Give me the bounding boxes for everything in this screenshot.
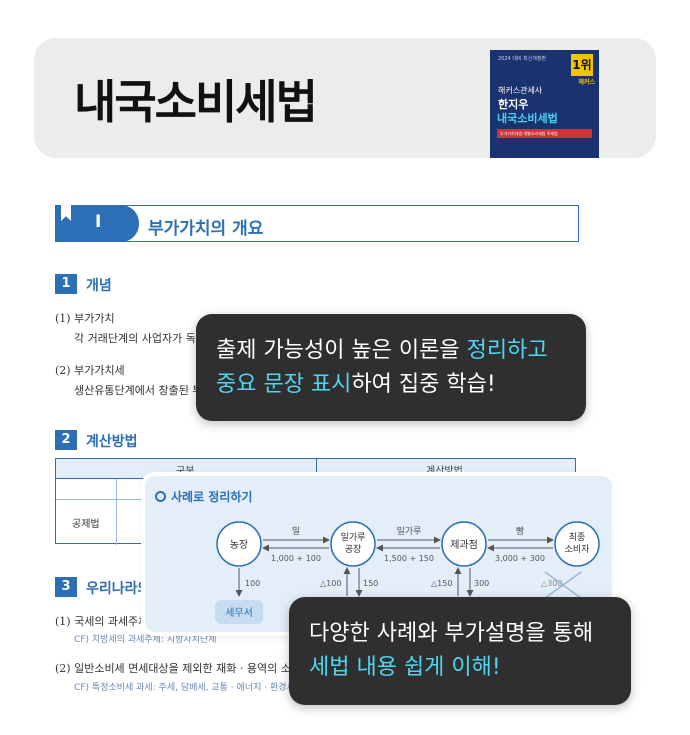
page-title: 내국소비세법	[74, 75, 318, 129]
subsection-title: 우리나라의	[86, 581, 151, 597]
subsection-title: 개념	[86, 278, 112, 294]
flow-node: 밀가루 공장	[330, 521, 376, 567]
table-divider	[316, 459, 317, 479]
korea-item2: (2) 일반소비세 면세대상을 제외한 재화 · 용역의 소비	[55, 662, 301, 675]
subsection-number: 3	[55, 577, 77, 597]
section-badge: I	[55, 205, 139, 242]
tax-value: △300	[541, 579, 562, 588]
flow-node: 제과점	[441, 521, 487, 567]
concept-item1-label: (1) 부가가치	[55, 312, 115, 325]
flow-node: 최종 소비자	[554, 521, 600, 567]
node-label: 농장	[230, 539, 248, 551]
edge-label: 밀가루	[397, 525, 422, 537]
concept-item2-label: (2) 부가가치세	[55, 364, 125, 377]
callout-highlight: 중요 문장 표시	[216, 372, 352, 397]
tax-value: 150	[363, 579, 378, 588]
callout-text: 다양한 사례와 부가설명을 통해	[309, 621, 594, 646]
edge-value: 3,000 + 300	[495, 554, 545, 563]
rank-badge: 1위	[571, 54, 593, 76]
callout-highlight: 세법 내용 쉽게 이해!	[309, 655, 501, 680]
edge-label: 밀	[292, 525, 300, 537]
tax-office-box: 세무서	[215, 600, 263, 624]
magnifier-icon	[155, 491, 166, 502]
tax-value: 300	[474, 579, 489, 588]
tax-value: 100	[245, 579, 260, 588]
callout-highlight: 정리하고	[466, 338, 548, 363]
table-header-cell: 구분	[176, 466, 195, 477]
book-brand: 해커스	[578, 79, 595, 86]
case-heading: 사례로 정리하기	[155, 488, 252, 505]
section-number: I	[95, 212, 102, 232]
callout-examples: 다양한 사례와 부가설명을 통해 세법 내용 쉽게 이해!	[289, 597, 631, 705]
book-author: 한지우	[498, 98, 529, 111]
node-label-line1: 밀가루	[341, 531, 366, 543]
book-edition-text: 2024 대비 최신개정판	[498, 56, 547, 62]
table-header-cell: 계산방법	[426, 466, 463, 477]
section-header: I 부가가치의 개요	[55, 205, 579, 242]
korea-item2-note: CF) 특정소비세 과세: 주세, 담배세, 교통 · 에너지 · 환경세, 개…	[74, 683, 342, 693]
subsection-title: 계산방법	[86, 434, 138, 450]
flow-node: 농장	[216, 521, 262, 567]
callout-organize: 출제 가능성이 높은 이론을 정리하고 중요 문장 표시하여 집중 학습!	[196, 314, 586, 421]
book-subject: 내국소비세법	[497, 112, 558, 125]
callout-line: 출제 가능성이 높은 이론을 정리하고	[216, 334, 566, 368]
edge-value: 1,000 + 100	[271, 554, 321, 563]
node-label: 제과점	[450, 539, 478, 551]
node-label-line2: 공장	[345, 544, 362, 555]
korea-item1-note: CF) 지방세의 과세주체: 지방자치단체	[74, 635, 217, 645]
tax-value: △100	[320, 579, 341, 588]
case-heading-text: 사례로 정리하기	[171, 490, 253, 504]
tax-office-label: 세무서	[225, 607, 253, 619]
book-red-bar: 부가가치세법·개별소비세법 주세법	[497, 129, 592, 138]
callout-text: 출제 가능성이 높은 이론을	[216, 338, 467, 363]
section-title: 부가가치의 개요	[148, 219, 264, 239]
tax-value: △150	[431, 579, 452, 588]
node-label-line1: 최종	[569, 532, 586, 543]
subsection-number: 1	[55, 274, 77, 294]
book-cover-image: 2024 대비 최신개정판 1위 해커스 해커스관세사 한지우 내국소비세법 부…	[490, 50, 599, 158]
book-series: 해커스관세사	[498, 86, 543, 95]
table-row-label: 공제법	[72, 519, 100, 530]
subsection-number: 2	[55, 430, 77, 450]
bookmark-icon	[61, 205, 71, 221]
callout-line: 다양한 사례와 부가설명을 통해	[309, 617, 611, 651]
callout-line: 중요 문장 표시하여 집중 학습!	[216, 368, 566, 402]
node-label-line2: 소비자	[565, 544, 591, 555]
callout-line: 세법 내용 쉽게 이해!	[309, 651, 611, 685]
edge-value: 1,500 + 150	[384, 554, 434, 563]
edge-label: 빵	[516, 526, 524, 537]
korea-item1: (1) 국세의 과세주체	[55, 615, 149, 628]
table-divider	[116, 479, 117, 545]
callout-text: 하여 집중 학습!	[351, 372, 496, 397]
